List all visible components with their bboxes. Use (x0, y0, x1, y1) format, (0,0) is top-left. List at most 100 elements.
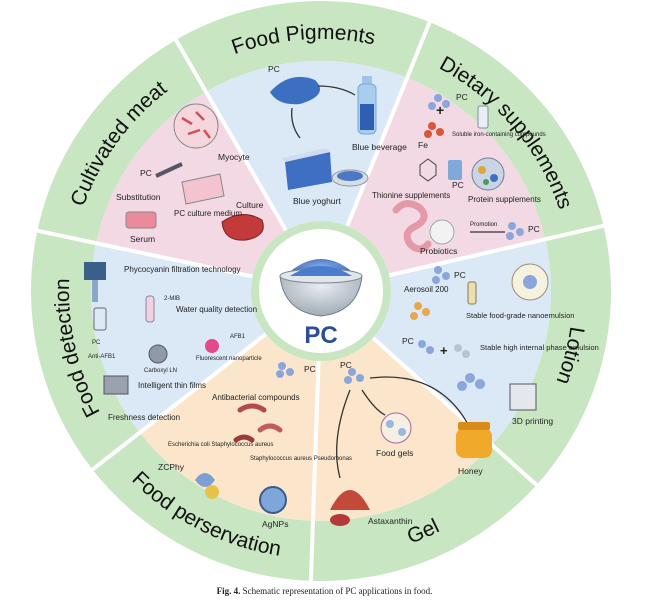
ring-segment-food-pigments (176, 0, 430, 92)
serum-label: Serum (130, 234, 155, 244)
food-detection-labels: Phycocyanin filtration technology 2-MIB … (88, 265, 262, 422)
lotion-illustrations: + (410, 263, 549, 411)
pc-bowl-icon (279, 259, 363, 317)
astaxanthin-pile-icon (330, 490, 370, 510)
honey-label: Honey (458, 466, 483, 476)
pc-label: PC (452, 180, 464, 190)
pc-label: PC (456, 92, 468, 102)
syringe-icon (155, 162, 183, 178)
food-gels-label: Food gels (376, 448, 413, 458)
soluble-iron-label: Soluble iron-containing compounds (452, 132, 546, 138)
sector-fill-lotion (373, 239, 551, 445)
thionine-label: Thionine supplements (372, 191, 450, 200)
dietary-supplements-illustrations: + (392, 94, 524, 253)
ring-segment-cultivated-meat (37, 39, 207, 244)
tube-icon (145, 295, 155, 323)
thionine-structure-icon (419, 158, 437, 182)
iron-compound-vial-icon (477, 105, 489, 129)
agnps-label: AgNPs (262, 519, 288, 529)
serum-flask-icon (125, 211, 157, 229)
honey-jar-icon (456, 422, 492, 458)
fe-dots-icon (428, 122, 436, 130)
zcphy-particles-icon (195, 473, 215, 487)
food-perservation-illustrations (195, 362, 294, 514)
figure-caption: Fig. 4. Schematic representation of PC a… (0, 586, 649, 596)
arrow-icon (361, 389, 386, 416)
plus-icon: + (436, 102, 444, 118)
food-pigments-labels: PC Blue beverage Blue yoghurt (268, 64, 407, 206)
food-detection-illustrations (84, 262, 219, 395)
thin-film-icon (103, 375, 129, 395)
food-perservation-labels: PC Antibacterial compounds Escherichia c… (158, 364, 352, 529)
water-sample-vial-icon (93, 307, 107, 331)
2mib-label: 2-MIB (164, 296, 180, 302)
figure-label: Fig. 4. (216, 586, 241, 596)
lotion-labels: PC Aerosoil 200 Stable food-grade nanoem… (402, 270, 599, 426)
water-quality-label: Water quality detection (176, 305, 257, 314)
aerosoil-label: Aerosoil 200 (404, 285, 449, 294)
fluorescent-nanoparticle-icon (205, 339, 219, 353)
bacteria-icon (237, 403, 267, 413)
sector-divider (174, 38, 288, 232)
sector-divider (388, 223, 605, 278)
freshness-label: Freshness detection (108, 413, 180, 422)
ring-segment-gel (310, 444, 537, 582)
sector-fill-dietary-supplements (347, 77, 546, 276)
carboxyl-ln-label: Carboxyl LN (144, 368, 177, 374)
blue-beverage-bottle-icon (357, 76, 377, 135)
center-pc-label: PC (304, 322, 337, 349)
sector-divider (371, 336, 538, 487)
substitution-label: Substitution (116, 192, 161, 202)
ring-segment-lotion (491, 225, 612, 486)
pc-label: PC (454, 270, 466, 280)
sector-fill-food-pigments (206, 60, 408, 231)
food-pigments-illustrations (270, 76, 377, 190)
cultivated-meat-illustrations (125, 103, 264, 241)
hipe-label: Stable high internal phase emulsion (480, 343, 599, 352)
3d-printer-icon (509, 383, 537, 411)
protein-label: Protein supplements (468, 195, 541, 204)
gel-illustrations (330, 368, 492, 526)
arrow-icon (336, 389, 351, 479)
blue-beverage-label: Blue beverage (352, 142, 407, 152)
pc-dots-icon (434, 94, 442, 102)
sector-dividers (36, 21, 605, 581)
agnps-particle-icon (259, 486, 287, 514)
aerosoil-vial-icon (467, 281, 477, 305)
pc-label: PC (304, 364, 316, 374)
fe-label: Fe (418, 140, 428, 150)
arrow-icon (369, 376, 471, 429)
culture-label: Culture (236, 200, 264, 210)
sector-fill-food-perservation (139, 334, 319, 521)
sector-divider (36, 228, 253, 279)
pc-culture-medium-label: PC culture medium (174, 209, 242, 218)
meat-steak-icon (221, 214, 264, 241)
ring-segment-food-detection (30, 230, 140, 470)
probiotics-icon (429, 219, 455, 245)
culture-flask-icon (181, 173, 225, 205)
intestine-icon (392, 200, 432, 253)
pc-label: PC (268, 64, 280, 74)
thin-films-label: Intelligent thin films (138, 381, 206, 390)
blue-yoghurt-label: Blue yoghurt (293, 196, 341, 206)
filtration-device-icon (84, 262, 106, 280)
astaxanthin-label: Astaxanthin (368, 516, 413, 526)
figure-caption-text: Schematic representation of PC applicati… (242, 586, 433, 596)
afb1-label: AFB1 (230, 334, 246, 340)
probiotics-label: Probiotics (420, 246, 457, 256)
arrow-icon (317, 85, 356, 96)
sector-divider (308, 360, 321, 581)
plus-icon: + (440, 343, 448, 358)
pc-powder-pile-icon (270, 76, 320, 105)
myocyte-label: Myocyte (218, 152, 250, 162)
saureus-label: Staphylococcus aureus Pseudomonas (250, 456, 352, 462)
dietary-supplements-labels: PC Fe Soluble iron-containing compounds … (372, 92, 546, 256)
pc-label: PC (340, 360, 352, 370)
3d-printing-label: 3D printing (512, 416, 553, 426)
ecoli-label: Escherichia coli Staphylococcus aureus (168, 442, 273, 448)
sector-divider (91, 332, 268, 472)
arrow-icon (291, 107, 301, 139)
thionine-jar-icon (448, 160, 462, 180)
zcphy-label: ZCPhy (158, 462, 185, 472)
